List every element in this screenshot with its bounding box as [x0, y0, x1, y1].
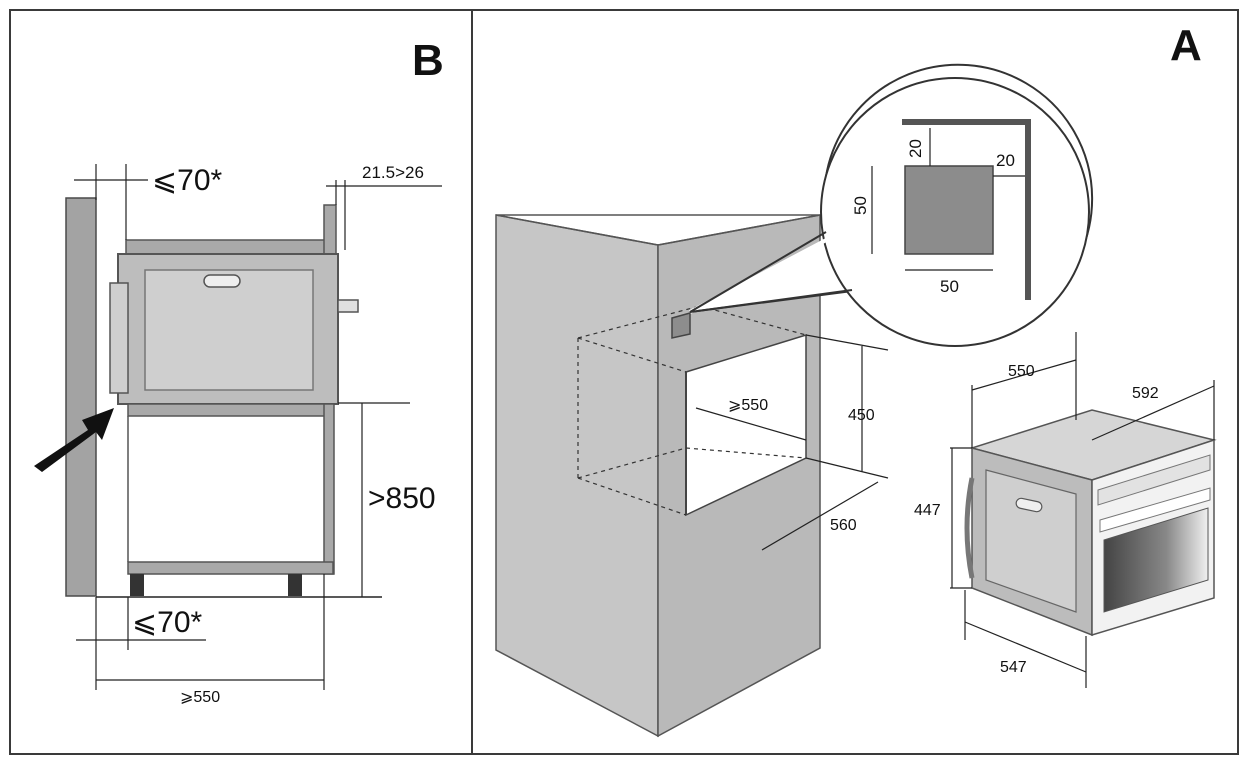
dim-height-label: >850 — [368, 482, 436, 515]
dim-line — [805, 457, 889, 479]
callout-mask — [689, 236, 831, 314]
niche-hidden-edge — [577, 337, 687, 373]
vent-height-label: 50 — [851, 196, 870, 215]
dim-top-right-label: 21.5>26 — [362, 163, 424, 182]
cabinet-foot-front — [130, 574, 144, 596]
tower-left-face — [495, 214, 659, 738]
dim-line — [971, 359, 1077, 391]
dim-top-gap-label: ⩽70* — [152, 164, 223, 197]
vent-detail — [904, 165, 994, 255]
oven-side-panel — [144, 269, 314, 391]
dim-depth-label: ⩾550 — [180, 689, 220, 706]
cabinet-foot-back — [288, 574, 302, 596]
panel-b-letter: B — [412, 36, 444, 85]
panel-a: A 20 20 50 50 — [495, 21, 1217, 738]
cabinet-back-post — [323, 403, 335, 575]
panel-a-letter: A — [1170, 21, 1202, 70]
niche-height-label: 450 — [848, 407, 875, 424]
oven-rear-connector — [337, 299, 359, 313]
oven-frame-edge — [964, 477, 975, 579]
niche-hidden-edge — [577, 447, 687, 479]
dim-line — [964, 621, 1087, 673]
oven-height-label: 447 — [914, 502, 941, 519]
oven-width-label: 592 — [1132, 385, 1159, 402]
dim-bottom-gap-label: ⩽70* — [132, 606, 203, 639]
dim-line — [761, 481, 879, 551]
cabinet-mid-shelf — [127, 403, 334, 417]
outer-frame — [9, 9, 1239, 755]
oven-door-handle — [1099, 487, 1211, 533]
oven-door-edge — [109, 282, 129, 394]
oven-side-inset — [985, 469, 1077, 613]
oven-control-strip — [1097, 454, 1211, 506]
dim-line — [695, 407, 807, 441]
oven-side-handle — [1015, 497, 1043, 513]
cabinet-corner — [902, 119, 1031, 300]
vent-width-label: 50 — [940, 277, 959, 296]
vent-opening — [671, 312, 691, 339]
oven-window — [1103, 507, 1209, 613]
niche-depth-label: ⩾550 — [728, 397, 768, 414]
callout-pointer-bottom — [689, 289, 853, 313]
niche-hidden-edge — [577, 477, 687, 516]
niche-width-label: 560 — [830, 517, 857, 534]
callout-pointer-top — [689, 231, 827, 313]
oven-body-depth-label: 547 — [1000, 659, 1027, 676]
tower-top-edge — [495, 214, 821, 246]
niche-hidden-edge — [699, 305, 807, 336]
arrow-icon — [34, 408, 114, 472]
cabinet-top-shelf — [125, 239, 332, 255]
cabinet-back-post-top — [323, 204, 337, 255]
vent-offset-top-label: 20 — [906, 139, 925, 158]
oven-handle — [203, 274, 241, 288]
oven-depth-label: 550 — [1008, 363, 1035, 380]
cabinet-bottom-shelf — [127, 561, 334, 575]
panel-b: B ⩽70* 21.5>26 >850 — [34, 36, 444, 706]
dim-line — [805, 334, 889, 351]
dim-line — [1091, 385, 1215, 441]
niche-hidden-edge — [577, 305, 701, 339]
vent-offset-side-label: 20 — [996, 151, 1015, 170]
side-wall — [65, 197, 97, 597]
